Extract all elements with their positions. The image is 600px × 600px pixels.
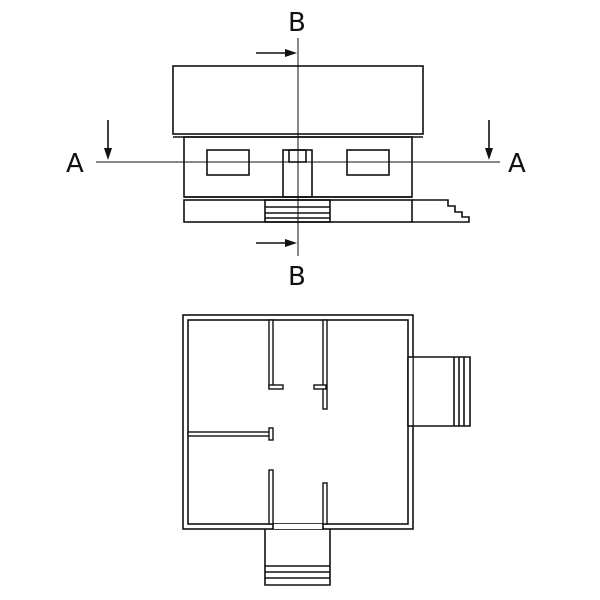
partition-right-upper-stub	[313, 384, 327, 390]
side-porch-plan	[413, 356, 471, 427]
section-b-top-label: B	[288, 8, 306, 38]
partition-right-upper	[322, 319, 328, 410]
outer-wall-outer	[182, 314, 414, 530]
outer-wall-inner	[187, 319, 409, 525]
section-a-left-arrow	[104, 148, 112, 160]
partition-horizontal-left	[187, 431, 271, 437]
front-porch-plan	[264, 529, 331, 586]
section-a-right-label: A	[508, 149, 526, 179]
section-b-bottom-label: B	[288, 262, 306, 292]
partition-left-upper-stub	[268, 384, 284, 390]
section-a-left-label: A	[66, 149, 84, 179]
side-stairs-elevation	[412, 199, 470, 223]
partition-left-lower	[268, 469, 274, 525]
section-a-right-arrow	[485, 148, 493, 160]
floor-plan	[182, 314, 471, 586]
section-b-top-arrow	[285, 49, 297, 57]
front-elevation	[96, 38, 500, 256]
partition-right-lower	[322, 482, 328, 525]
partition-left-upper	[268, 319, 274, 389]
section-b-bottom-arrow	[285, 239, 297, 247]
partition-horizontal-left-end	[268, 427, 274, 441]
